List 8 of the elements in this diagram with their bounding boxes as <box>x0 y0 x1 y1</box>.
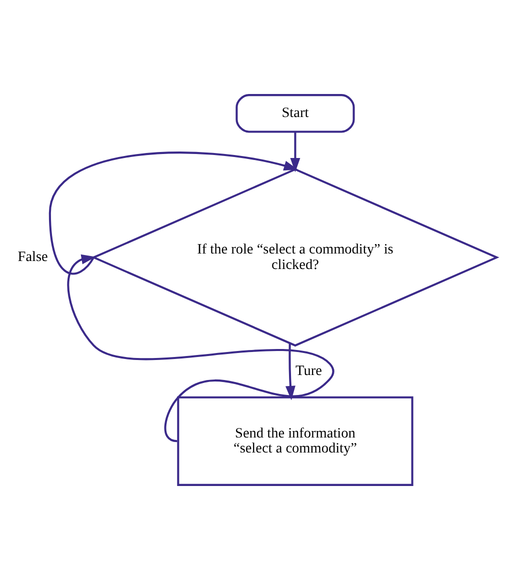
node-box: Start <box>236 94 355 133</box>
node-box: Send the information “select a commodity” <box>177 396 414 486</box>
edge-label: False <box>18 249 48 266</box>
arrow <box>48 152 298 274</box>
node-diamond: If the role “select a commodity” is clicked? <box>91 168 500 347</box>
edge-label: Ture <box>296 363 322 380</box>
arrow <box>285 343 296 400</box>
arrow <box>290 132 300 172</box>
